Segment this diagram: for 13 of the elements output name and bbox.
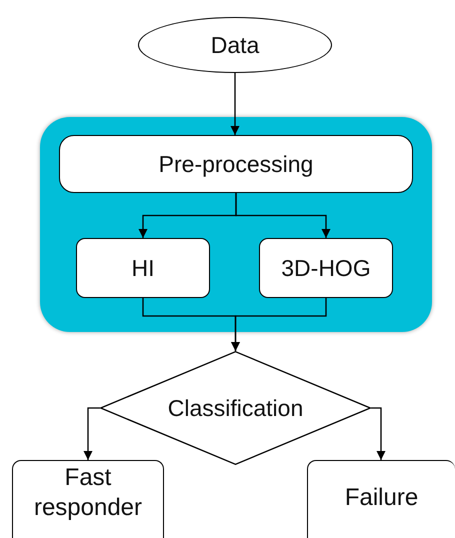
process-box: Failure [307, 460, 455, 538]
arrow [84, 407, 100, 460]
arrow [371, 407, 386, 460]
arrow [235, 193, 330, 238]
arrow [231, 298, 327, 351]
arrow [230, 73, 240, 135]
process-box: Pre-processing [59, 135, 413, 193]
start-ellipse: Data [138, 17, 332, 73]
process-box: HI [76, 238, 210, 298]
group-panel [40, 117, 432, 332]
decision-diamond: Classification [100, 351, 371, 465]
process-box: Fast responder [12, 460, 164, 538]
process-box: 3D-HOG [259, 238, 393, 298]
